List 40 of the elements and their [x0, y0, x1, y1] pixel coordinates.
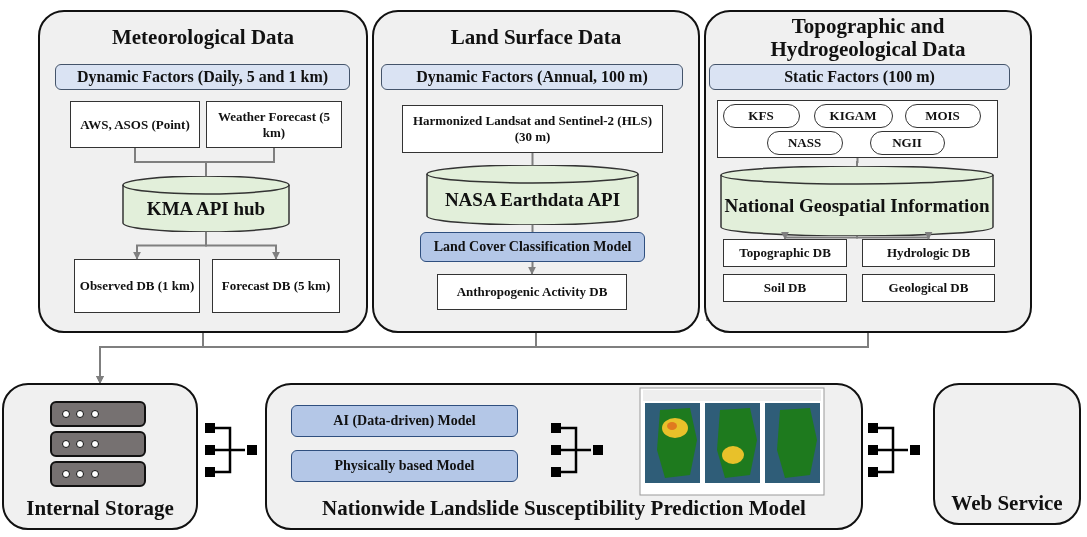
agency-pill: NGII	[869, 130, 945, 155]
agency-pill: NASS	[766, 130, 843, 155]
agency-pill: KIGAM	[813, 103, 893, 128]
model-box: Land Cover Classification Model	[420, 232, 645, 262]
database-cylinder: National Geospatial Information	[720, 166, 994, 236]
connector-arrow	[781, 231, 858, 240]
data-panel	[704, 10, 1032, 333]
database-box: Hydrologic DB	[862, 239, 995, 267]
panel-title: Land Surface Data	[449, 26, 623, 49]
model-box: Physically based Model	[291, 450, 518, 482]
agency-pill: MOIS	[904, 103, 981, 128]
panel-title: Nationwide Landslide Susceptibility Prediction Model	[321, 497, 807, 520]
database-box: Topographic DB	[723, 239, 847, 267]
agency-group-box	[717, 100, 998, 158]
source-box: Weather Forecast (5 km)	[206, 101, 342, 148]
panel-title: Web Service	[950, 492, 1064, 515]
agency-pill: KFS	[722, 103, 800, 128]
panel-title: Topographic and Hydrogeological Data	[769, 15, 967, 61]
factor-band: Static Factors (100 m)	[709, 64, 1010, 90]
connector-arrow	[856, 231, 933, 240]
data-panel	[372, 10, 700, 333]
connector-arrow	[528, 261, 536, 275]
database-cylinder: KMA API hub	[122, 176, 290, 232]
service-panel	[933, 383, 1081, 525]
database-box: Anthropogenic Activity DB	[437, 274, 627, 310]
connector-arrow	[205, 231, 280, 260]
factor-band: Dynamic Factors (Annual, 100 m)	[381, 64, 683, 90]
panel-title: Internal Storage	[25, 497, 175, 520]
data-panel	[38, 10, 368, 333]
database-box: Soil DB	[723, 274, 847, 302]
connector-arrow	[96, 332, 869, 384]
database-box: Geological DB	[862, 274, 995, 302]
factor-band: Dynamic Factors (Daily, 5 and 1 km)	[55, 64, 350, 90]
panel-title: Meteorological Data	[110, 26, 296, 49]
database-cylinder: NASA Earthdata API	[426, 165, 639, 225]
source-box: Harmonized Landsat and Sentinel-2 (HLS) (30 m)	[402, 105, 663, 153]
model-box: AI (Data-driven) Model	[291, 405, 518, 437]
database-box: Observed DB (1 km)	[74, 259, 200, 313]
database-box: Forecast DB (5 km)	[212, 259, 340, 313]
source-box: AWS, ASOS (Point)	[70, 101, 200, 148]
